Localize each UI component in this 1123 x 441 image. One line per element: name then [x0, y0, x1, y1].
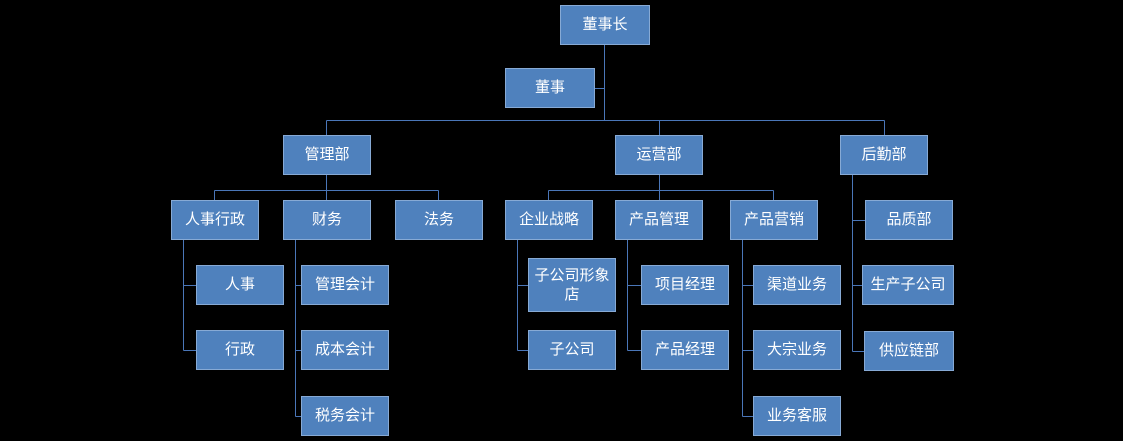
org-node-supply-chain-dept: 供应链部	[864, 331, 954, 371]
org-node-operations-dept: 运营部	[615, 135, 703, 175]
org-node-admin: 行政	[196, 330, 284, 370]
org-node-legal: 法务	[395, 200, 483, 240]
org-node-corporate-strategy: 企业战略	[505, 200, 593, 240]
org-node-quality-dept: 品质部	[865, 200, 953, 240]
org-node-logistics-dept: 后勤部	[840, 135, 928, 175]
org-node-product-management: 产品管理	[615, 200, 703, 240]
org-node-subsidiary: 子公司	[528, 330, 616, 370]
org-node-subsidiary-image-store: 子公司形象店	[528, 258, 616, 312]
org-node-finance: 财务	[283, 200, 371, 240]
org-node-production-subsidiary: 生产子公司	[862, 265, 954, 305]
org-node-hr: 人事	[196, 265, 284, 305]
org-node-management-dept: 管理部	[283, 135, 371, 175]
org-node-cost-accounting: 成本会计	[301, 330, 389, 370]
org-node-product-manager: 产品经理	[641, 330, 729, 370]
org-node-project-manager: 项目经理	[641, 265, 729, 305]
org-node-hr-admin: 人事行政	[171, 200, 259, 240]
org-node-chairman: 董事长	[560, 5, 650, 45]
org-node-customer-service: 业务客服	[753, 396, 841, 436]
org-node-management-accounting: 管理会计	[301, 265, 389, 305]
org-node-board: 董事	[505, 68, 595, 108]
org-node-tax-accounting: 税务会计	[301, 396, 389, 436]
org-node-product-marketing: 产品营销	[730, 200, 818, 240]
org-node-channel-business: 渠道业务	[753, 265, 841, 305]
org-node-bulk-business: 大宗业务	[753, 330, 841, 370]
